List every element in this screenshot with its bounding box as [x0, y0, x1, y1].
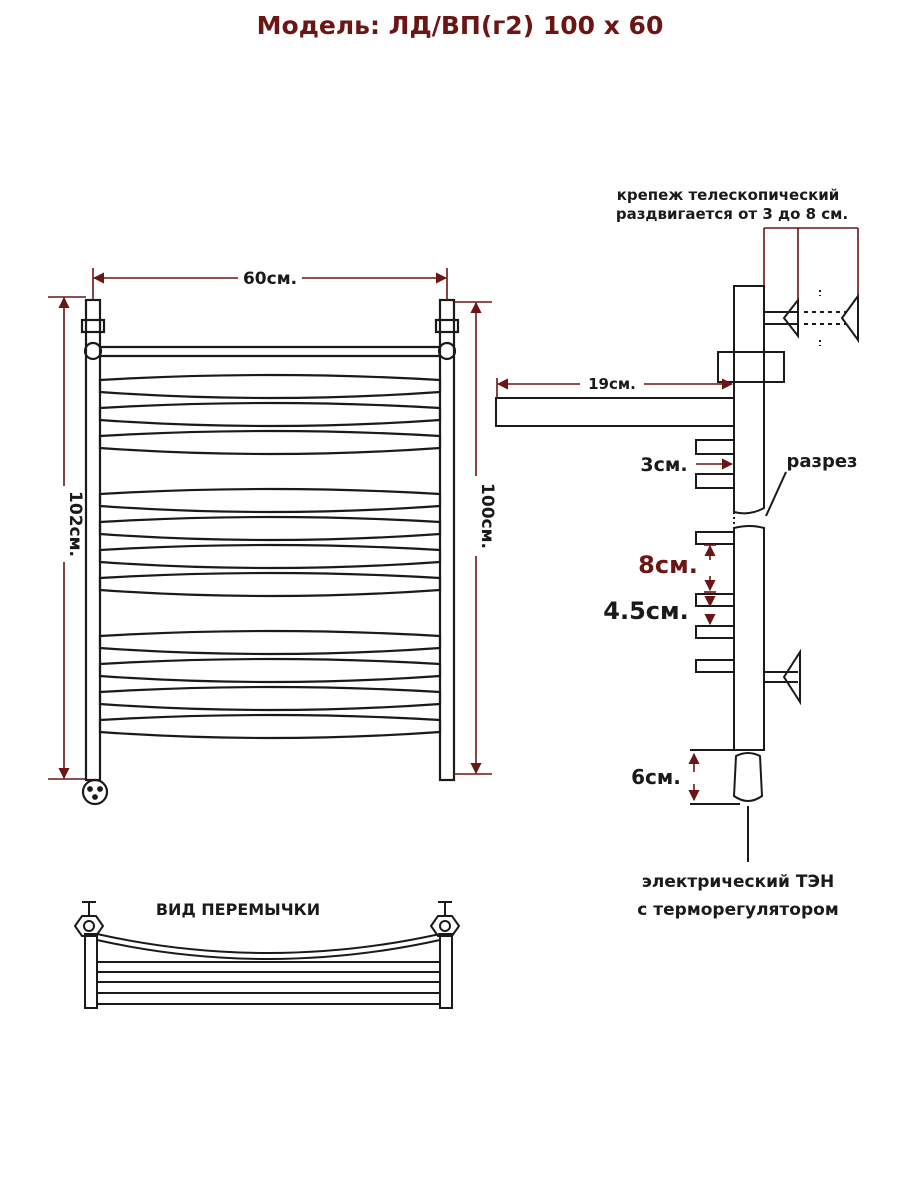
rung-stub [695, 473, 735, 489]
curved-rung [98, 685, 442, 712]
heater-label-line2: с терморегулятором [637, 900, 838, 920]
section-leader [765, 471, 787, 517]
top-plug-box [717, 351, 785, 383]
rung-stub [695, 659, 735, 673]
heater-connector-icon [81, 778, 109, 806]
page-title: Модель: ЛД/ВП(г2) 100 х 60 [257, 11, 664, 40]
width-label: 60см. [243, 269, 297, 289]
right-top-fitting [434, 318, 460, 334]
jumper-arc [96, 933, 441, 954]
left-pipe [84, 298, 102, 782]
jumper-right-bolt [439, 920, 451, 932]
jumper-left-bolt [83, 920, 95, 932]
section-label: разрез [786, 451, 857, 472]
connector-pin [87, 786, 93, 792]
curved-rung [98, 373, 442, 400]
height-total-label: 102см. [65, 491, 85, 557]
right-pipe [438, 298, 456, 782]
rung-stub [695, 625, 735, 639]
heater-label-line1: электрический ТЭН [642, 872, 834, 892]
jumper-arc-inner [96, 939, 441, 960]
mount-cup-icon [782, 297, 799, 339]
curved-rung [98, 571, 442, 598]
jumper-view-label: ВИД ПЕРЕМЫЧКИ [156, 900, 320, 919]
jumper-view [73, 901, 461, 1009]
curved-rung [98, 629, 442, 656]
rung-stub [695, 531, 735, 545]
side-dimensions [496, 227, 859, 802]
jumper-right-nut-icon [429, 915, 461, 937]
jumper-left-post [84, 933, 98, 1009]
lower-collector [733, 525, 765, 751]
curved-rung [98, 487, 442, 514]
curved-rung [98, 657, 442, 684]
spacing2-label: 4.5см. [603, 597, 688, 625]
curved-rungs [98, 373, 442, 740]
heater-len-label: 6см. [631, 765, 681, 789]
curved-rung [98, 713, 442, 740]
front-dimensions [48, 268, 492, 780]
front-view [80, 298, 460, 806]
curved-rung [98, 401, 442, 428]
right-top-plug [437, 341, 457, 361]
rung-stub [695, 439, 735, 455]
heater-element-icon [732, 752, 764, 802]
lower-mount-cup-icon [782, 648, 801, 706]
connector-pin [92, 794, 98, 800]
curved-rung [98, 515, 442, 542]
jumper-right-post [439, 933, 453, 1009]
curved-rung [98, 543, 442, 570]
upper-collector [733, 285, 765, 515]
top-shelf-rung [495, 397, 735, 427]
depth-label: 19см. [588, 375, 636, 393]
curved-rung [98, 429, 442, 456]
left-top-plug [83, 341, 103, 361]
mount-label-line2: раздвигается от 3 до 8 см. [616, 205, 848, 223]
side-view [495, 285, 859, 862]
jumper-left-nut-icon [73, 915, 105, 937]
height-label: 100см. [477, 483, 497, 549]
spacing-label: 8см. [638, 551, 698, 579]
rung-stub [695, 593, 735, 607]
mount-cup-far-icon [840, 292, 859, 344]
gap-label: 3см. [640, 454, 687, 476]
left-top-fitting [80, 318, 106, 334]
mount-label-line1: крепеж телескопический [617, 186, 840, 204]
connector-pin [97, 786, 103, 792]
